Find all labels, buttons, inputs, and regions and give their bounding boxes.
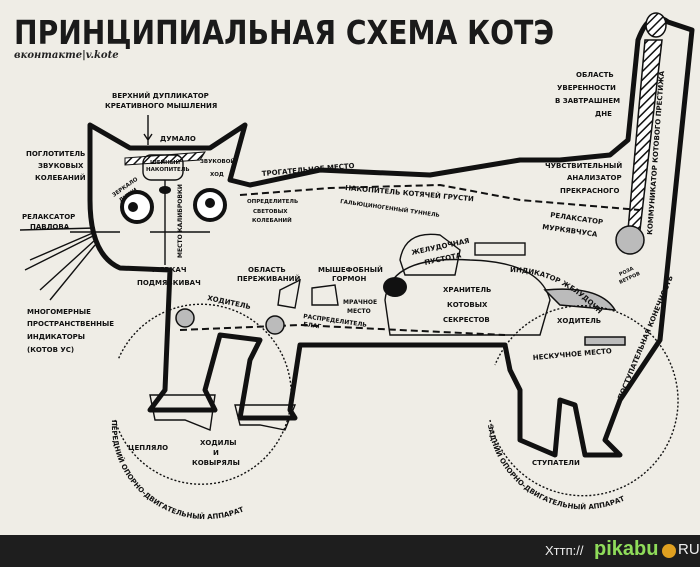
- label-sound-passage: Звуковой: [200, 157, 235, 165]
- label-fun-place: Нескучное место: [532, 347, 612, 362]
- footer-bar: Хттп:// pikabu RU: [0, 535, 700, 567]
- label-wind-rose: Роза: [618, 266, 635, 278]
- label-pavlov-relaxer: Релаксатор: [22, 213, 75, 221]
- label-murk-relaxer: муркявчуса: [542, 223, 599, 239]
- label-walkers-diggers: и: [213, 449, 219, 457]
- label-secrets-keeper: Хранитель: [443, 286, 491, 294]
- label-hallucinogenic-tunnel: Гальюциногенный туннель: [340, 197, 441, 219]
- label-clinger: Цепляло: [128, 444, 168, 452]
- labels: Верхний дупликатор креативного мышления …: [0, 0, 675, 521]
- label-worry-area: переживаний: [237, 274, 300, 283]
- label-gloomy-place: место: [347, 308, 371, 315]
- tail-tip: [645, 12, 667, 38]
- subtitle: вконтакте|v.kote: [14, 50, 119, 61]
- label-confidence-area: уверенности: [557, 84, 616, 92]
- label-sound-absorber: Поглотитель: [26, 150, 85, 158]
- label-light-detector: Определитель: [247, 199, 298, 205]
- label-light-detector: колебаний: [252, 216, 292, 224]
- label-duplicator: креативного мышления: [105, 102, 217, 110]
- label-whiskers: (котов ус): [27, 346, 74, 354]
- label-calibration: Место калибровки: [177, 184, 184, 258]
- label-gloomy-place: Мрачное: [343, 299, 377, 306]
- label-whiskers: индикаторы: [27, 333, 85, 341]
- label-confidence-area: дне: [595, 110, 612, 118]
- label-confidence-area: Область: [576, 71, 614, 79]
- label-meower: Мявкач: [152, 266, 187, 274]
- label-steppers: Ступатели: [532, 459, 580, 467]
- label-walkers-diggers: Ходилы: [200, 439, 237, 447]
- label-sound-passage: ход: [210, 172, 224, 178]
- label-front-apparatus-path: Передний опорно-двигательный аппарат: [110, 420, 245, 521]
- label-worry-area: Область: [248, 266, 286, 274]
- label-pavlov-relaxer: Павлова: [30, 223, 70, 231]
- label-secrets-keeper: котовых: [447, 301, 488, 309]
- footer-tld: RU: [678, 541, 700, 558]
- secrets-keeper-organ: [384, 258, 551, 336]
- label-dumalo: Думало: [160, 135, 196, 143]
- diagram-canvas: Принципиальная схема котэ вконтакте|v.ko…: [0, 0, 695, 521]
- cat-drawing: [19, 12, 695, 497]
- pikabu-logo-icon: [662, 544, 676, 558]
- label-mousephobic-hormone: гормон: [332, 275, 366, 283]
- label-sub-meower: Подмявкивач: [137, 279, 201, 287]
- label-goods-distributor: благ: [303, 321, 322, 330]
- cat-schematic-diagram: Принципиальная схема котэ вконтакте|v.ko…: [0, 0, 695, 522]
- label-beauty-analyzer: Чувствительный: [545, 161, 622, 170]
- label-beauty-analyzer: прекрасного: [560, 187, 619, 195]
- pikabu-logo-link[interactable]: pikabu: [594, 538, 659, 560]
- label-walkers-diggers: ковырялы: [192, 459, 240, 467]
- page-title: Принципиальная схема котэ: [14, 13, 554, 52]
- label-mousephobic-hormone: Мышефобный: [318, 265, 383, 274]
- label-neck-storage: Шейный: [150, 158, 180, 166]
- label-sound-absorber: звуковых: [38, 162, 84, 170]
- label-secrets-keeper: секрестов: [443, 316, 490, 324]
- label-stomach-void: Желудочная: [411, 237, 470, 257]
- label-confidence-area: в завтрашнем: [555, 97, 620, 105]
- label-neck-storage: накопитель: [146, 167, 190, 173]
- label-murk-relaxer: Релаксатор: [550, 211, 604, 226]
- footer-prefix: Хттп://: [545, 543, 584, 558]
- label-duplicator: Верхний дупликатор: [112, 91, 209, 100]
- label-walker-rear: Ходитель: [557, 317, 601, 325]
- label-touching-place: Трогательное место: [261, 162, 354, 178]
- label-whiskers: Многомерные: [27, 308, 91, 316]
- label-beauty-analyzer: анализатор: [567, 174, 622, 182]
- label-sound-absorber: колебаний: [35, 173, 86, 182]
- label-whiskers: пространственные: [27, 320, 114, 328]
- label-light-detector: световых: [253, 209, 288, 215]
- label-front-apparatus: Передний опорно-двигательный аппарат: [110, 420, 245, 521]
